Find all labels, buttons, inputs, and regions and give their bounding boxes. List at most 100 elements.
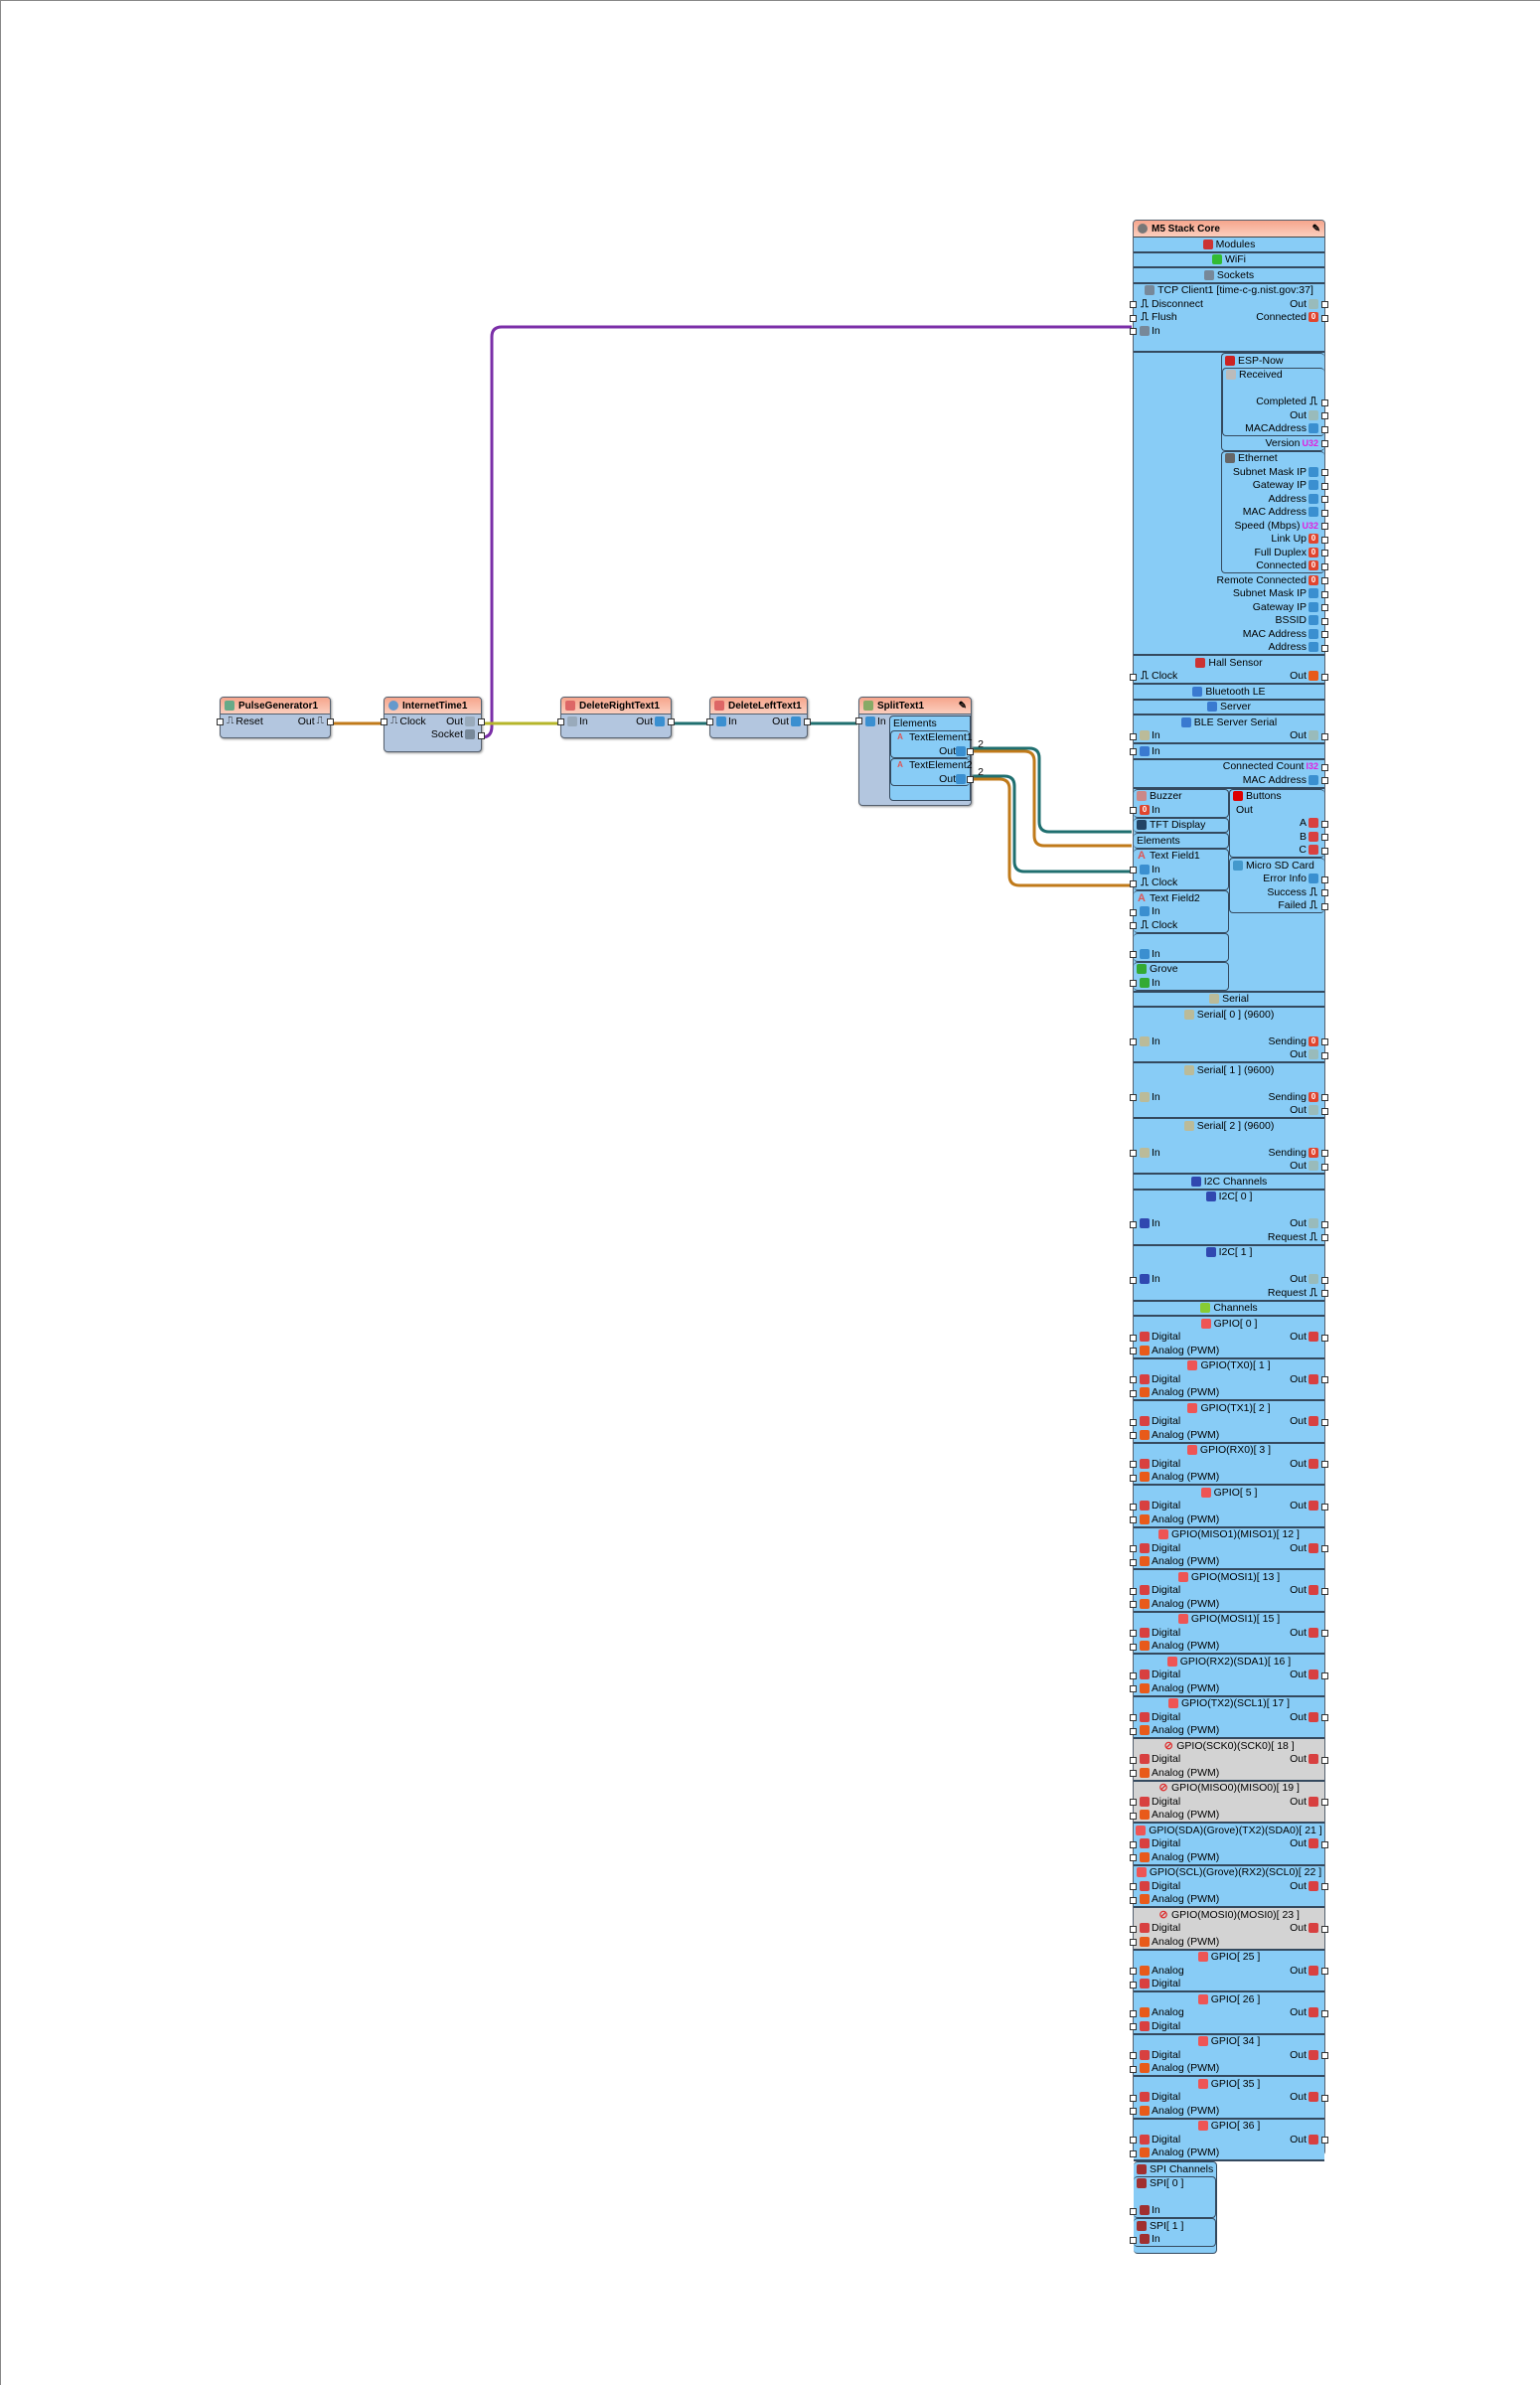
in-pin[interactable] xyxy=(706,718,713,725)
out-pin[interactable] xyxy=(1321,1799,1328,1806)
digital-pin[interactable] xyxy=(1130,2052,1137,2059)
analog-pwm--pin[interactable] xyxy=(1130,1643,1137,1651)
failed-pin[interactable] xyxy=(1321,902,1328,910)
wire-element1-to-field1-in[interactable] xyxy=(971,746,1132,834)
socket-pin[interactable] xyxy=(478,731,485,739)
in-pin[interactable] xyxy=(1130,951,1137,958)
macaddress-pin[interactable] xyxy=(1321,425,1328,433)
digital-pin[interactable] xyxy=(1130,1840,1137,1848)
mac-address-pin[interactable] xyxy=(1321,631,1328,638)
b-pin[interactable] xyxy=(1321,834,1328,841)
wire-element2-to-field2-in[interactable] xyxy=(971,774,1132,874)
out-pin[interactable] xyxy=(1321,1925,1328,1933)
gateway-ip-pin[interactable] xyxy=(1321,482,1328,490)
in-pin[interactable] xyxy=(1130,2207,1137,2215)
subnet-mask-ip-pin[interactable] xyxy=(1321,469,1328,476)
analog-pwm--pin[interactable] xyxy=(1130,1939,1137,1946)
sending-pin[interactable] xyxy=(1321,1038,1328,1045)
digital-pin[interactable] xyxy=(1130,2023,1137,2030)
out-pin[interactable] xyxy=(1321,2009,1328,2017)
digital-pin[interactable] xyxy=(1130,1376,1137,1383)
in-pin[interactable] xyxy=(1130,732,1137,740)
digital-pin[interactable] xyxy=(1130,1799,1137,1806)
out-pin[interactable] xyxy=(1321,1883,1328,1890)
analog-pwm--pin[interactable] xyxy=(1130,1854,1137,1861)
digital-pin[interactable] xyxy=(1130,1587,1137,1595)
address-pin[interactable] xyxy=(1321,644,1328,652)
completed-pin[interactable] xyxy=(1321,398,1328,406)
out-pin[interactable] xyxy=(1321,412,1328,419)
in-pin[interactable] xyxy=(1130,1276,1137,1284)
wire-element2-to-field2-clock[interactable] xyxy=(971,777,1132,887)
analog-pwm--pin[interactable] xyxy=(1130,1558,1137,1566)
analog-pin[interactable] xyxy=(1130,1968,1137,1975)
bssid-pin[interactable] xyxy=(1321,617,1328,625)
analog-pwm--pin[interactable] xyxy=(1130,1727,1137,1735)
out-pin[interactable] xyxy=(1321,1545,1328,1552)
clock-pin[interactable] xyxy=(1130,879,1137,887)
out-pin[interactable] xyxy=(967,776,974,783)
clock-pin[interactable] xyxy=(381,718,387,725)
out-pin[interactable] xyxy=(1321,1968,1328,1975)
digital-pin[interactable] xyxy=(1130,1883,1137,1890)
out-pin[interactable] xyxy=(1321,732,1328,740)
success-pin[interactable] xyxy=(1321,889,1328,896)
out-pin[interactable] xyxy=(1321,1630,1328,1637)
out-pin[interactable] xyxy=(1321,301,1328,308)
analog-pwm--pin[interactable] xyxy=(1130,1601,1137,1608)
digital-pin[interactable] xyxy=(1130,1925,1137,1933)
out-pin[interactable] xyxy=(1321,2137,1328,2144)
analog-pwm--pin[interactable] xyxy=(1130,1432,1137,1439)
full-duplex-pin[interactable] xyxy=(1321,550,1328,556)
out-pin[interactable] xyxy=(1321,1840,1328,1848)
c-pin[interactable] xyxy=(1321,847,1328,855)
out-pin[interactable] xyxy=(478,718,485,725)
sending-pin[interactable] xyxy=(1321,1150,1328,1157)
clock-pin[interactable] xyxy=(1130,922,1137,929)
analog-pwm--pin[interactable] xyxy=(1130,1685,1137,1692)
a-pin[interactable] xyxy=(1321,820,1328,828)
mac-address-pin[interactable] xyxy=(1321,509,1328,517)
out-pin[interactable] xyxy=(1321,1376,1328,1383)
out-pin[interactable] xyxy=(1321,673,1328,681)
tools-icon[interactable]: ✎ xyxy=(1311,223,1320,235)
flush-pin[interactable] xyxy=(1130,314,1137,322)
analog-pwm--pin[interactable] xyxy=(1130,2149,1137,2157)
in-pin[interactable] xyxy=(1130,1220,1137,1228)
out-pin[interactable] xyxy=(1321,1503,1328,1510)
in-pin[interactable] xyxy=(557,718,564,725)
mac-address-pin[interactable] xyxy=(1321,777,1328,784)
digital-pin[interactable] xyxy=(1130,1630,1137,1637)
out-pin[interactable] xyxy=(1321,1671,1328,1679)
request-pin[interactable] xyxy=(1321,1290,1328,1297)
in-pin[interactable] xyxy=(1130,867,1137,874)
in-pin[interactable] xyxy=(1130,980,1137,987)
in-pin[interactable] xyxy=(1130,1038,1137,1045)
digital-pin[interactable] xyxy=(1130,1334,1137,1342)
wire-socket-to-tcp[interactable] xyxy=(481,325,1132,739)
digital-pin[interactable] xyxy=(1130,1461,1137,1468)
connected-count-pin[interactable] xyxy=(1321,763,1328,771)
clock-pin[interactable] xyxy=(1130,673,1137,681)
out-pin[interactable] xyxy=(1321,2052,1328,2059)
gateway-ip-pin[interactable] xyxy=(1321,604,1328,611)
out-pin[interactable] xyxy=(1321,1587,1328,1595)
analog-pin[interactable] xyxy=(1130,2009,1137,2017)
out-pin[interactable] xyxy=(1321,1220,1328,1228)
digital-pin[interactable] xyxy=(1130,1714,1137,1721)
analog-pwm--pin[interactable] xyxy=(1130,2108,1137,2115)
wire-element1-to-field1-clock[interactable] xyxy=(971,749,1132,848)
sending-pin[interactable] xyxy=(1321,1094,1328,1101)
out-pin[interactable] xyxy=(1321,1334,1328,1342)
out-pin[interactable] xyxy=(327,718,334,725)
analog-pwm--pin[interactable] xyxy=(1130,1770,1137,1777)
out-pin[interactable] xyxy=(967,748,974,755)
